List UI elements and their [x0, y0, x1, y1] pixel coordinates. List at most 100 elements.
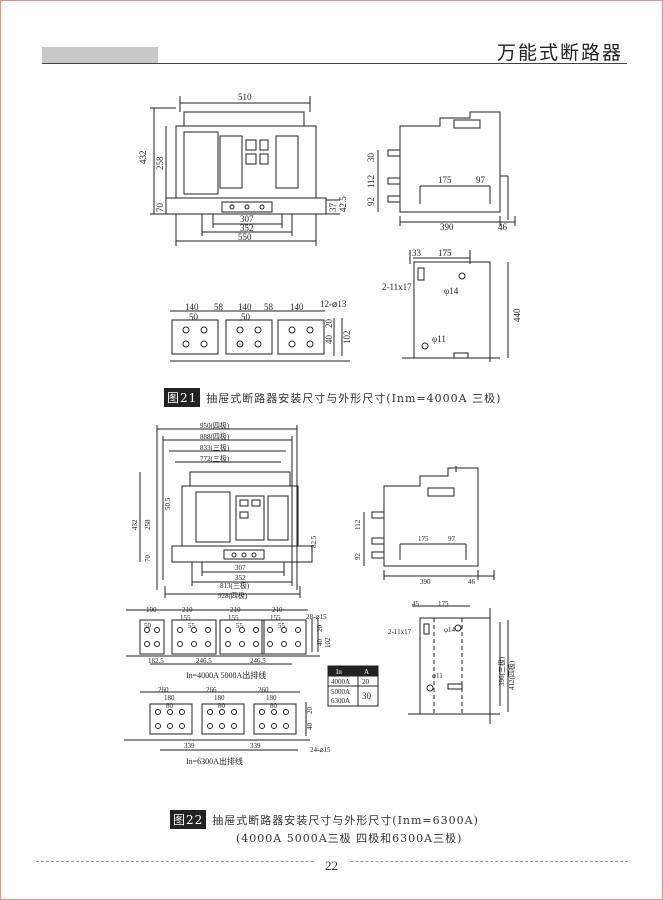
header-rule [42, 63, 627, 64]
fig22-side-view [363, 466, 495, 580]
dim-label: 50.5 [164, 497, 172, 510]
figure-22-caption-line2: (4000A 5000A三极 四极和6300A三极) [236, 832, 463, 845]
figure-21-tag: 图21 [164, 388, 201, 407]
dim-label: 339 [184, 742, 195, 750]
dim-label: 180 [266, 694, 277, 702]
figure-21-caption-text: 抽屉式断路器安装尺寸与外形尺寸(Inm=4000A 三极) [206, 392, 502, 405]
dim-label: 510 [238, 92, 252, 102]
dim-label: 390 [440, 222, 454, 232]
dim-label: 80 [218, 702, 226, 710]
dim-label: 307 [235, 564, 246, 572]
dim-label: 246.5 [196, 657, 212, 665]
dim-label: 833(三极) [200, 443, 230, 452]
dim-label: 396(三极) [497, 656, 506, 686]
dim-label: 46 [468, 578, 476, 586]
fig22-bus-bars-6300 [124, 691, 310, 751]
dim-label: 155 [270, 614, 281, 622]
dim-label: 102 [342, 331, 352, 345]
dim-label: 55 [188, 622, 196, 630]
dim-label: 2-11x17 [388, 628, 412, 636]
dim-label: 50 [189, 312, 199, 322]
dim-label: 24-⌀15 [310, 746, 331, 754]
dim-label: 888(四极) [200, 432, 230, 441]
dim-label: 58 [214, 302, 224, 312]
dim-label: 20 [324, 319, 334, 329]
dim-label: 155 [180, 614, 191, 622]
dim-label: 55 [236, 622, 244, 630]
dim-label: 352 [235, 574, 246, 582]
dim-label: 155 [228, 614, 239, 622]
figure-22-caption-line1: 抽屉式断路器安装尺寸与外形尺寸(Inm=6300A) [212, 814, 479, 827]
dim-label: 12-⌀13 [320, 299, 347, 309]
dim-label: 2-11x17 [382, 282, 412, 292]
dim-label: 112 [366, 175, 376, 188]
dim-label: 42.5 [338, 196, 348, 212]
header-title: 万能式断路器 [496, 42, 623, 64]
dim-label: 950(四极) [200, 421, 230, 430]
dim-label: 82.5 [310, 535, 318, 548]
dim-label: φ14 [444, 286, 459, 296]
fig22-bus-bars-4000 [126, 609, 320, 665]
dim-label: 58 [264, 302, 274, 312]
dim-label: 432 [131, 519, 139, 530]
dim-label: 260 [258, 686, 269, 694]
fig21-front-view [150, 96, 340, 246]
dim-label: 140 [238, 302, 252, 312]
fig21-side-view [377, 111, 516, 226]
dim-label: 30 [366, 153, 376, 163]
dim-label: φ14 [444, 626, 456, 634]
dim-label: 33 [412, 248, 422, 258]
dim-label: 40 [306, 723, 314, 731]
dim-label: 112 [354, 519, 362, 530]
dim-label: 266 [206, 686, 217, 694]
fig21-bus-bars [170, 310, 350, 362]
dim-label: 175 [438, 600, 449, 608]
dim-label: 45 [412, 600, 420, 608]
table-cell: 4000A [331, 678, 350, 686]
dim-label: 175 [438, 248, 452, 258]
dim-label: 37 [328, 203, 338, 213]
bus-caption: In=4000A 5000A出排线 [186, 670, 266, 680]
dim-label: 40 [324, 335, 334, 345]
dim-label: 180 [214, 694, 225, 702]
dim-label: 550 [238, 232, 252, 242]
fig22-current-table [327, 665, 379, 707]
dim-label: φ11 [432, 334, 446, 344]
dim-label: 210 [182, 606, 193, 614]
dim-label: 92 [354, 553, 362, 561]
dim-label: 20 [306, 707, 314, 715]
dim-label: 412(四极) [507, 660, 516, 690]
fig22-front-view [139, 425, 313, 598]
dim-label: 80 [270, 702, 278, 710]
dim-label: 40 [316, 639, 324, 647]
figure-22-caption: 图22 抽屉式断路器安装尺寸与外形尺寸(Inm=6300A) [170, 810, 479, 829]
dim-label: 258 [155, 156, 165, 170]
dim-label: 97 [448, 535, 456, 543]
dim-label: φ11 [432, 672, 443, 680]
dim-label: 175 [418, 535, 429, 543]
figure-22-tag: 图22 [170, 810, 207, 829]
dim-label: 210 [272, 606, 283, 614]
dim-label: 928(四极) [218, 591, 248, 600]
dim-label: 180 [164, 694, 175, 702]
table-header: A [364, 668, 369, 676]
dim-label: 210 [230, 606, 241, 614]
dim-label: 246.5 [250, 657, 266, 665]
table-header: In [336, 668, 342, 676]
dim-label: 440 [512, 308, 522, 322]
dim-label: 140 [290, 302, 304, 312]
table-cell: 20 [362, 678, 370, 686]
table-cell: 5000A [331, 688, 350, 696]
dim-label: 55 [278, 622, 286, 630]
dim-label: 175 [438, 175, 452, 185]
fig22-mounting-plate [408, 605, 509, 724]
dim-label: 50 [241, 312, 251, 322]
dim-label: 260 [158, 686, 169, 694]
dim-label: 390 [420, 578, 431, 586]
dim-label: 352 [240, 223, 254, 233]
dim-label: 258 [144, 519, 152, 530]
dim-label: 182.5 [148, 657, 164, 665]
page-number: 22 [0, 858, 663, 874]
dim-label: 28-⌀15 [306, 613, 327, 621]
